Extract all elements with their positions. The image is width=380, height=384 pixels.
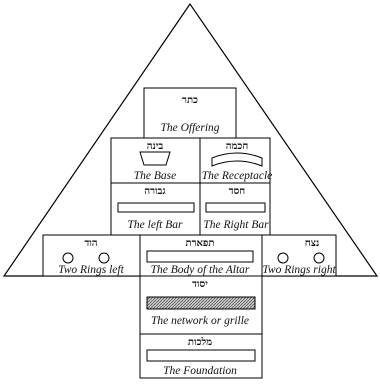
right-ring-1 (277, 252, 289, 264)
gevurah-label: The left Bar (128, 219, 183, 231)
malchut-hebrew: מלכות (188, 336, 212, 348)
left-bar-shape (117, 202, 195, 213)
keter-hebrew: כתר (182, 95, 198, 106)
left-ring-2 (98, 252, 110, 264)
netzach-label: Two Rings right (262, 264, 336, 276)
yesod-cell: יסוד The network or grille (139, 275, 263, 335)
hod-cell: הוד Two Rings left (42, 234, 141, 277)
tiferet-hebrew: תפארת (186, 238, 215, 249)
binah-label: The Base (134, 170, 176, 182)
foundation-shape (146, 349, 256, 362)
altar-body-shape (146, 250, 254, 263)
base-shape (139, 151, 171, 166)
tiferet-cell: תפארת The Body of the Altar (139, 234, 263, 277)
gevurah-cell: גבורה The left Bar (110, 182, 201, 236)
binah-hebrew: בינה (147, 141, 164, 152)
right-bar-shape (205, 202, 266, 213)
keter-label: The Offering (160, 122, 219, 134)
malchut-cell: מלכות The Foundation (139, 333, 263, 379)
netzach-cell: נצח Two Rings right (261, 234, 337, 277)
chochmah-cell: חכמה The Receptacle (199, 137, 273, 184)
yesod-label: The network or grille (151, 315, 249, 327)
malchut-label: The Foundation (163, 365, 237, 377)
chesed-hebrew: חסד (229, 186, 245, 197)
right-ring-2 (313, 252, 325, 264)
gevurah-hebrew: גבורה (144, 186, 166, 197)
chochmah-label: The Receptacle (202, 170, 273, 182)
hod-hebrew: הוד (84, 238, 97, 249)
netzach-hebrew: נצח (305, 238, 319, 249)
receptacle-shape (211, 152, 263, 167)
chesed-cell: חסד The Right Bar (199, 182, 271, 236)
keter-cell: כתר The Offering (143, 87, 237, 139)
grille-shape (146, 296, 256, 310)
binah-cell: בינה The Base (110, 137, 201, 184)
yesod-hebrew: יסוד (192, 279, 208, 290)
chesed-label: The Right Bar (203, 219, 269, 231)
tiferet-label: The Body of the Altar (151, 264, 250, 276)
left-ring-1 (62, 252, 74, 264)
chochmah-hebrew: חכמה (226, 141, 249, 152)
hod-label: Two Rings left (58, 264, 124, 276)
